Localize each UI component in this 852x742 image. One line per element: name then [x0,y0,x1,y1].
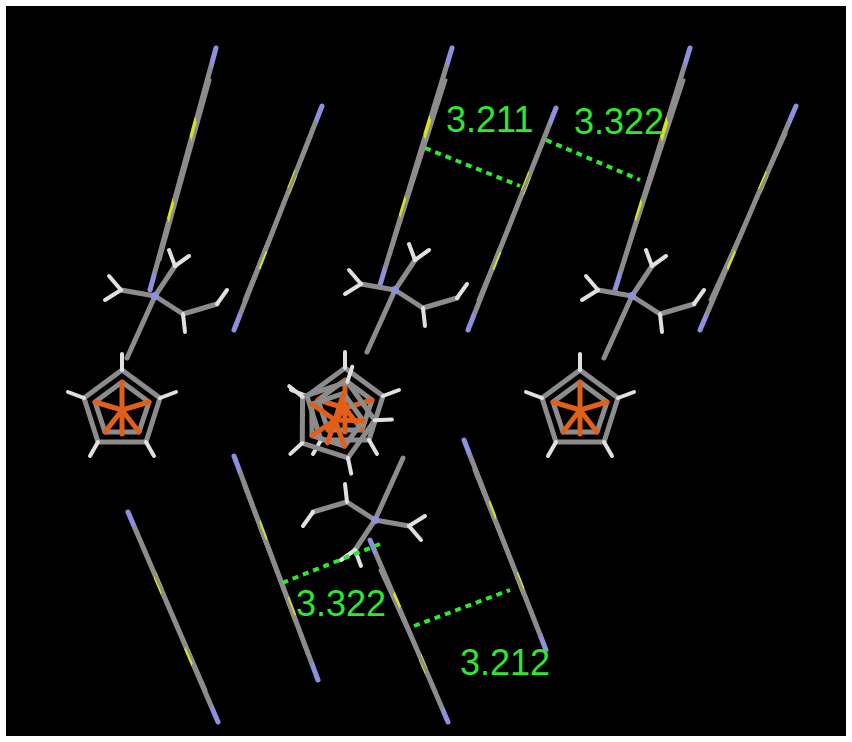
distance-label: 3.322 [574,104,664,140]
distance-label: 3.212 [460,645,550,681]
distance-label: 3.211 [446,102,533,138]
distance-label: 3.322 [296,586,386,622]
